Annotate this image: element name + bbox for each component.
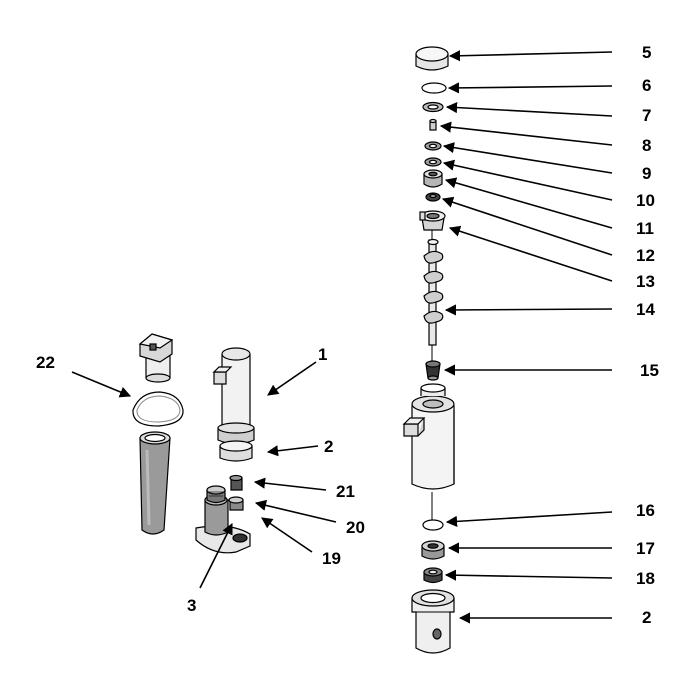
part-12-seal — [425, 192, 441, 202]
callout-18: 18 — [636, 569, 655, 588]
callout-1: 1 — [318, 345, 327, 364]
leader-20 — [254, 499, 337, 523]
leader-2-left — [266, 445, 319, 457]
leader-14 — [444, 304, 613, 316]
main-cylinder-housing — [402, 383, 455, 490]
part-1-cylinder — [212, 347, 255, 445]
callout-15: 15 — [640, 361, 659, 380]
part-17-bushing — [421, 540, 445, 560]
part-8-pin — [429, 118, 437, 131]
leader-1 — [267, 361, 317, 396]
hose-sleeve — [139, 431, 171, 535]
part-2-base-housing-right — [411, 589, 455, 654]
leader-3 — [199, 522, 233, 589]
right-exploded-assembly — [402, 46, 455, 654]
callout-17: 17 — [636, 539, 655, 558]
part-2-collar-left — [219, 440, 253, 462]
leader-18 — [444, 569, 613, 581]
part-9-ring — [424, 141, 442, 151]
leader-16 — [445, 511, 613, 527]
part-18-nut — [423, 567, 443, 584]
callout-21: 21 — [336, 482, 355, 501]
part-11-bearing — [423, 169, 443, 188]
callout-9: 9 — [642, 164, 651, 183]
part-13-flange — [419, 210, 446, 231]
leader-9 — [442, 142, 613, 174]
gearbox-part — [138, 333, 174, 383]
callout-2-right: 2 — [642, 608, 651, 627]
callout-3: 3 — [187, 596, 196, 615]
leader-arrows — [71, 50, 613, 624]
leader-12 — [441, 196, 613, 256]
leader-8 — [439, 121, 613, 146]
callout-10: 10 — [636, 191, 655, 210]
part-3-motor-base — [195, 485, 251, 554]
part-10-ring — [424, 157, 442, 167]
leader-10 — [442, 159, 613, 201]
part-22-belt — [132, 391, 184, 427]
callout-2-left: 2 — [324, 437, 333, 456]
leader-22 — [71, 371, 132, 398]
center-left-assembly — [195, 347, 255, 554]
part-15-fitting — [425, 360, 441, 381]
callout-13: 13 — [636, 272, 655, 291]
callout-12: 12 — [636, 246, 655, 265]
part-5-cap — [415, 46, 449, 71]
callout-8: 8 — [642, 136, 651, 155]
callout-6: 6 — [642, 76, 651, 95]
callout-5: 5 — [642, 43, 651, 62]
leader-13 — [448, 225, 613, 282]
callout-16: 16 — [636, 501, 655, 520]
part-6-ring — [421, 82, 447, 94]
leader-7 — [445, 101, 613, 117]
callout-7: 7 — [642, 106, 651, 125]
callout-labels: 5 6 7 8 9 10 11 12 13 14 15 16 17 18 2 1… — [36, 43, 659, 627]
part-7-washer — [422, 101, 444, 113]
leader-19 — [261, 517, 313, 553]
callout-20: 20 — [346, 518, 365, 537]
left-part-group — [132, 333, 184, 535]
part-14-auger — [423, 238, 444, 346]
part-21-spring — [229, 474, 243, 491]
callout-11: 11 — [636, 219, 654, 238]
callout-22: 22 — [36, 353, 55, 372]
leader-6 — [447, 82, 613, 94]
leader-5 — [448, 50, 613, 62]
leader-21 — [253, 477, 327, 491]
callout-19: 19 — [322, 549, 341, 568]
part-16-o-ring — [422, 519, 444, 531]
part-20-bearing — [228, 496, 244, 511]
leader-11 — [444, 177, 613, 229]
callout-14: 14 — [636, 300, 655, 319]
